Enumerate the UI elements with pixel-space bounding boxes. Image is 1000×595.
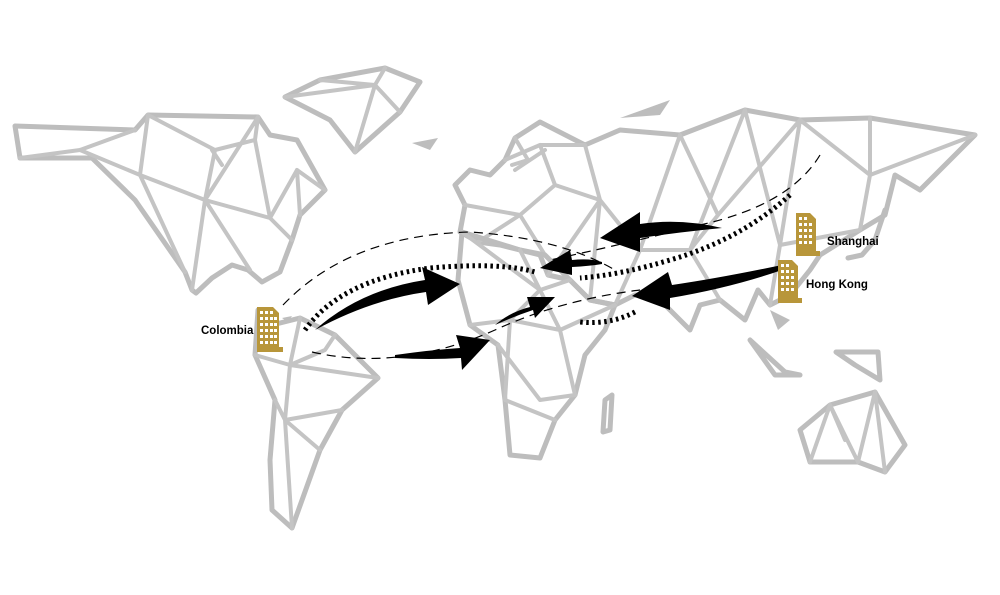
australia-outline <box>797 389 908 475</box>
greenland-outline <box>282 65 423 155</box>
city-label-hongkong: Hong Kong <box>806 279 868 291</box>
svalbard-islet <box>620 100 670 118</box>
route-dashed-colombia-south <box>311 289 641 359</box>
japan-outline <box>845 207 888 261</box>
routes-layer <box>282 154 821 370</box>
iceland-islet <box>412 138 438 150</box>
arrow-icon <box>632 265 782 310</box>
arrow-icon <box>315 267 460 330</box>
building-icon <box>796 213 820 256</box>
north-america-outline <box>12 112 328 296</box>
arrow-icon <box>495 297 555 325</box>
building-icon <box>778 260 802 303</box>
building-icon <box>257 307 283 352</box>
city-label-shanghai: Shanghai <box>827 236 879 248</box>
south-america-outline <box>252 307 381 531</box>
route-dotted-shanghai <box>579 193 792 281</box>
arrow-icon <box>540 250 602 275</box>
arrow-icon <box>600 212 722 252</box>
indonesia-outline <box>747 310 883 383</box>
arrow-icon <box>395 335 490 370</box>
madagascar-outline <box>600 392 615 435</box>
city-label-colombia: Colombia <box>201 325 254 337</box>
